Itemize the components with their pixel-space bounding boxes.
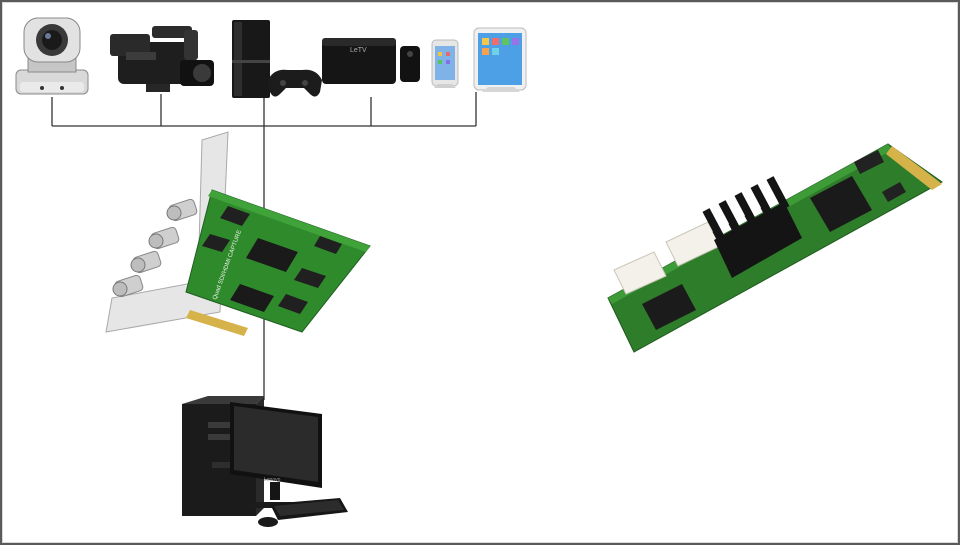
desktop-computer-icon: Lenovo xyxy=(182,396,348,527)
heatsink xyxy=(702,176,802,278)
smartphone-icon xyxy=(431,39,459,88)
m2-capture-card-icon xyxy=(607,143,943,353)
pcie-capture-card-icon: Quad SDI/HDMI CAPTURE xyxy=(105,131,371,336)
camcorder-icon xyxy=(110,26,214,92)
tablet-icon xyxy=(473,27,527,92)
bnc-connectors xyxy=(112,198,198,298)
game-console-icon xyxy=(232,20,322,98)
tv-box-icon: LeTV xyxy=(322,38,420,84)
computer-brand: Lenovo xyxy=(264,477,281,483)
ptz-camera-icon xyxy=(15,17,89,95)
tv-box-brand: LeTV xyxy=(350,47,367,54)
